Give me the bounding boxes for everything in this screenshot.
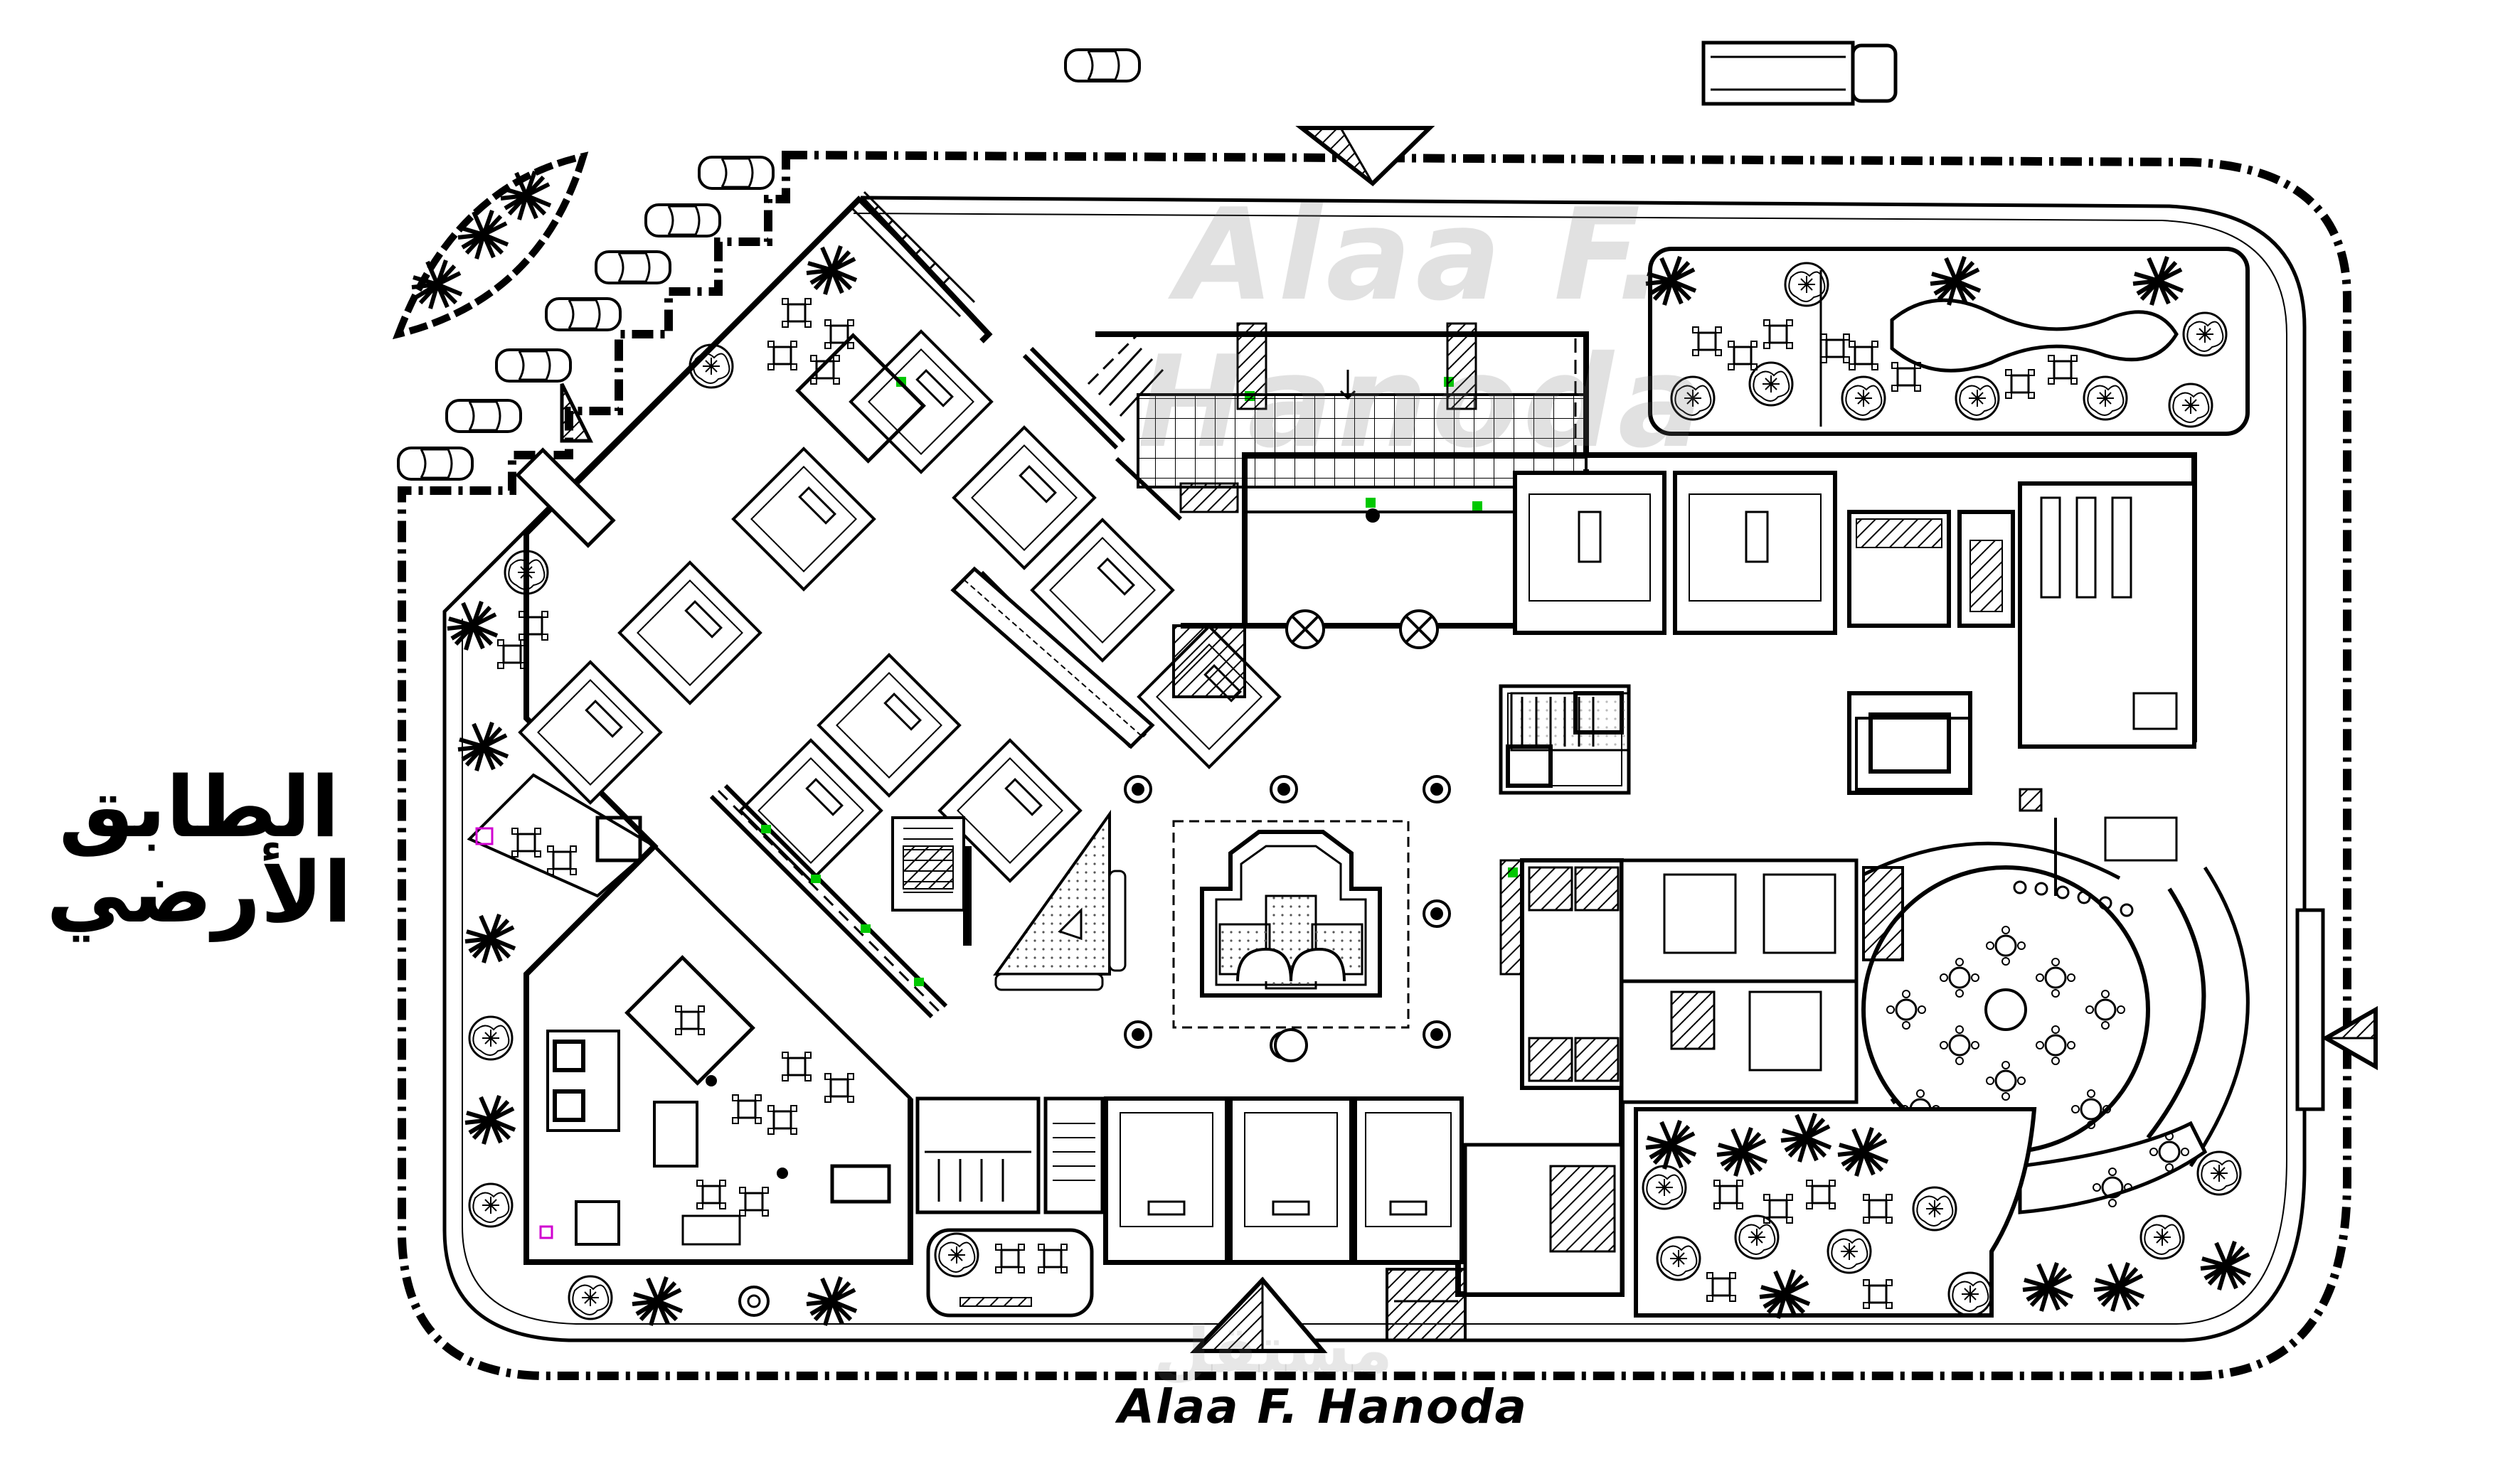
left-office bbox=[467, 773, 657, 898]
central-fountain bbox=[1172, 820, 1410, 1062]
entrance-arrow-icon bbox=[2321, 1005, 2378, 1071]
palm-tree-icon bbox=[465, 914, 515, 963]
car-icon bbox=[445, 399, 522, 433]
stair-icon bbox=[1510, 692, 1630, 752]
lounge-triangle bbox=[993, 809, 1127, 991]
author-credit: Alaa F. Hanoda bbox=[1117, 1379, 1529, 1434]
car-icon bbox=[595, 250, 671, 284]
site-inner-road bbox=[442, 196, 2307, 1342]
car-icon bbox=[644, 203, 721, 237]
palm-tree-icon bbox=[632, 1277, 682, 1325]
bottom-left-lounge bbox=[524, 843, 913, 1264]
toilet-pods bbox=[1499, 684, 1972, 795]
service-block bbox=[1520, 858, 1904, 1104]
diagonal-stairs bbox=[515, 191, 1183, 548]
restaurant-chairs bbox=[2013, 880, 2134, 917]
elevator-icon bbox=[1399, 609, 1439, 649]
elevator-icon bbox=[1285, 609, 1325, 649]
room bbox=[520, 662, 661, 803]
truck-icon bbox=[1701, 41, 1898, 106]
palm-tree-icon bbox=[807, 246, 856, 294]
palm-tree-icon bbox=[807, 1277, 856, 1325]
mostaql-watermark: مستقل bbox=[1153, 1312, 1393, 1388]
drawing-title-line2: الأرضي bbox=[46, 843, 352, 941]
garden-bottom-right bbox=[1634, 1107, 2037, 1318]
watermark: Alaa F. Hanoda bbox=[1137, 181, 1708, 476]
right-hedge bbox=[2286, 398, 2325, 1111]
site-boundary bbox=[398, 150, 2351, 1380]
entrance-arrow-icon bbox=[1190, 1276, 1328, 1353]
palm-tree-icon bbox=[447, 602, 497, 650]
entrance-arrow-icon bbox=[1295, 126, 1435, 186]
drawing-title: الطابق الأرضي bbox=[28, 764, 370, 935]
garden-bottom-small bbox=[926, 1228, 1094, 1318]
drawing-title-line1: الطابق bbox=[58, 758, 340, 856]
palm-tree-icon bbox=[458, 722, 508, 771]
bottom-stair bbox=[1386, 1268, 1467, 1342]
room bbox=[620, 562, 760, 703]
car-icon bbox=[495, 348, 572, 383]
bottom-rooms bbox=[915, 1096, 1624, 1296]
car-icon bbox=[698, 156, 775, 190]
lift-hall bbox=[1499, 717, 2178, 976]
garden-left bbox=[447, 246, 856, 1325]
stair-icon bbox=[891, 816, 972, 946]
palm-tree-icon bbox=[2023, 1263, 2073, 1311]
car-icon bbox=[1064, 48, 1141, 82]
car-icon bbox=[397, 447, 474, 481]
palm-tree-icon bbox=[465, 1096, 515, 1144]
room bbox=[733, 449, 874, 589]
entrance-terrace bbox=[1087, 322, 1588, 488]
entrance-arrow-icon bbox=[560, 383, 594, 443]
escalator bbox=[950, 566, 1155, 749]
palm-tree-icon bbox=[2201, 1241, 2250, 1290]
site-sidewalk bbox=[462, 213, 2287, 1325]
stair-icon bbox=[1172, 482, 1246, 698]
palm-tree-icon bbox=[2094, 1263, 2144, 1311]
car-icon bbox=[545, 297, 622, 331]
right-top-rooms bbox=[1513, 471, 2196, 749]
planter-ellipse bbox=[392, 151, 589, 340]
garden-top-right bbox=[1646, 247, 2250, 436]
